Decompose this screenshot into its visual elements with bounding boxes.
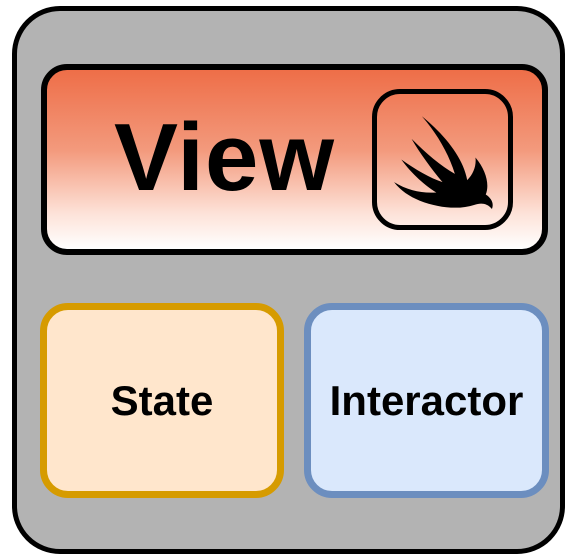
interactor-label: Interactor	[329, 376, 524, 424]
swift-badge	[372, 89, 513, 230]
interactor-box: Interactor	[304, 303, 549, 498]
view-label: View	[114, 104, 336, 211]
state-box: State	[40, 303, 284, 498]
view-box	[41, 64, 548, 255]
state-label: State	[110, 376, 214, 424]
swift-logo-icon	[394, 116, 493, 209]
